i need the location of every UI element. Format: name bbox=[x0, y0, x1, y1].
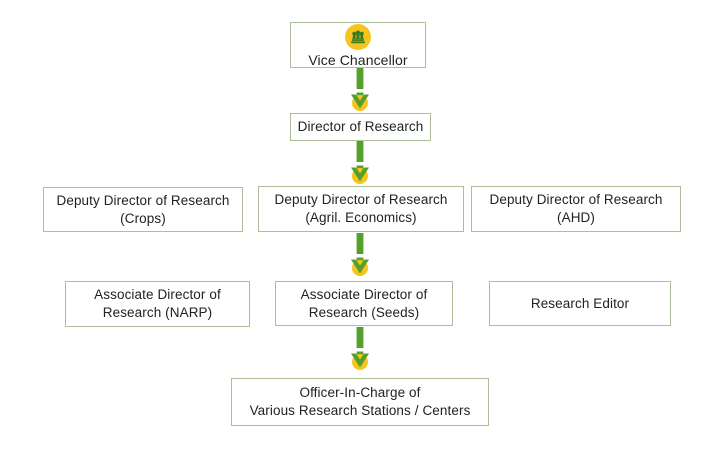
flow-arrow-down-icon bbox=[351, 141, 369, 184]
flow-arrow-down-icon bbox=[351, 233, 369, 276]
node-deputy-director-crops: Deputy Director of Research (Crops) bbox=[43, 187, 243, 232]
node-label: Director of Research bbox=[297, 119, 424, 134]
node-label: Vice Chancellor bbox=[308, 52, 408, 68]
node-deputy-director-agril-economics: Deputy Director of Research (Agril. Econ… bbox=[258, 186, 464, 232]
node-label-line: Various Research Stations / Centers bbox=[249, 403, 471, 418]
node-officer-in-charge: Officer-In-Charge of Various Research St… bbox=[231, 378, 489, 426]
node-research-editor: Research Editor bbox=[489, 281, 671, 326]
node-label-line: Associate Director of bbox=[300, 286, 428, 302]
node-label-line: (Agril. Economics) bbox=[305, 210, 417, 225]
node-label-line: Deputy Director of Research bbox=[274, 192, 448, 207]
node-deputy-director-ahd: Deputy Director of Research (AHD) bbox=[471, 186, 681, 232]
node-director-of-research: Director of Research bbox=[290, 113, 431, 141]
flow-arrow-down-icon bbox=[351, 327, 369, 370]
emblem-icon bbox=[345, 24, 371, 50]
node-label-line: Deputy Director of Research bbox=[56, 192, 230, 208]
node-vice-chancellor: Vice Chancellor bbox=[290, 22, 426, 68]
flow-arrow-down-icon bbox=[351, 68, 369, 111]
node-associate-director-narp: Associate Director of Research (NARP) bbox=[65, 281, 250, 327]
node-label-line: Research (Seeds) bbox=[308, 304, 420, 320]
node-label-line: Officer-In-Charge of bbox=[299, 385, 421, 400]
node-label-line: Deputy Director of Research bbox=[489, 192, 663, 207]
node-label-line: (AHD) bbox=[557, 210, 595, 225]
node-label-line: (Crops) bbox=[120, 210, 166, 226]
node-label: Research Editor bbox=[530, 295, 630, 311]
node-label-line: Associate Director of bbox=[94, 287, 221, 302]
node-associate-director-seeds: Associate Director of Research (Seeds) bbox=[275, 281, 453, 326]
node-label-line: Research (NARP) bbox=[102, 305, 213, 320]
